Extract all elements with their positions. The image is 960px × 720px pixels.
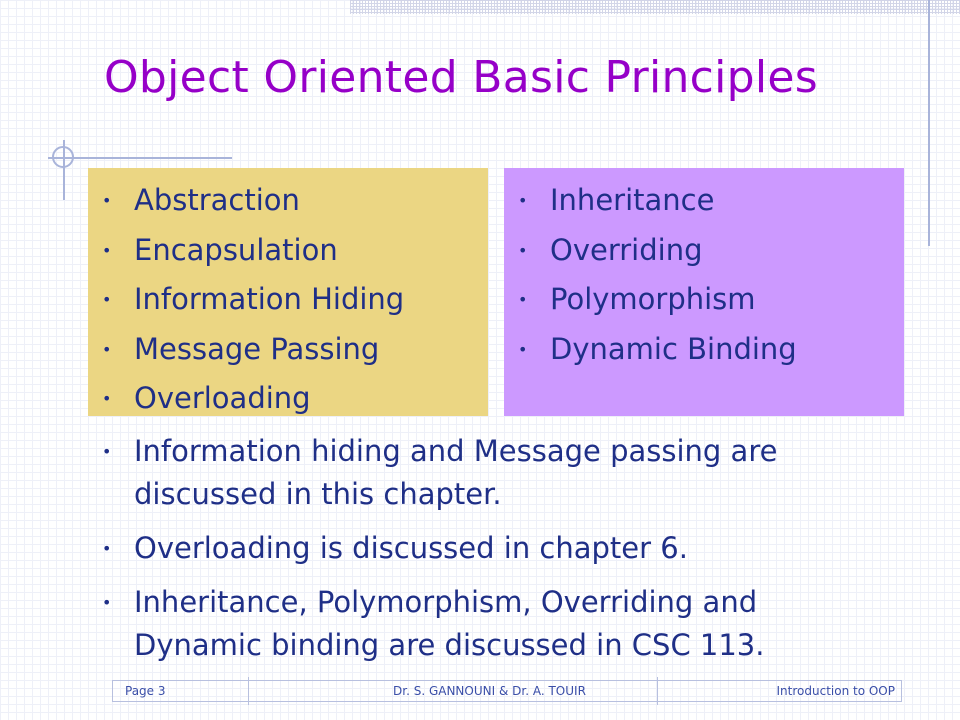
list-item: • Overriding xyxy=(504,226,904,276)
notes-list: • Information hiding and Message passing … xyxy=(100,430,880,678)
decorative-circle-icon xyxy=(52,146,74,168)
page-number: Page 3 xyxy=(125,684,166,698)
list-item-label: Abstraction xyxy=(134,183,300,217)
bullet-icon: • xyxy=(518,191,528,210)
bullet-icon: • xyxy=(518,339,528,359)
bullet-icon: • xyxy=(518,240,528,260)
list-item-label: Overloading xyxy=(134,381,311,415)
bullet-icon: • xyxy=(102,339,112,359)
footer-divider xyxy=(657,677,658,705)
decorative-vertical-line xyxy=(928,0,930,246)
bullet-icon: • xyxy=(102,442,112,461)
bullet-icon: • xyxy=(102,290,112,309)
slide-title: Object Oriented Basic Principles xyxy=(104,52,819,103)
principles-list-left: • Abstraction • Encapsulation • Information… xyxy=(88,176,488,424)
list-item-label: Inheritance xyxy=(550,183,715,217)
note-item: • Inheritance, Polymorphism, Overriding a… xyxy=(100,581,880,667)
bullet-icon: • xyxy=(102,191,112,210)
decorative-grid-band xyxy=(350,0,960,14)
list-item-label: Message Passing xyxy=(134,331,380,366)
note-item: • Information hiding and Message passing … xyxy=(100,430,880,516)
decorative-vertical-line-left xyxy=(63,140,65,200)
note-item: • Overloading is discussed in chapter 6. xyxy=(100,527,880,570)
list-item-label: Information Hiding xyxy=(134,282,405,316)
decorative-horizontal-line xyxy=(48,157,232,159)
principles-list-right: • Inheritance • Overriding • Polymorphism •… xyxy=(504,176,904,374)
slide-footer: Page 3 Dr. S. GANNOUNI & Dr. A. TOUIR In… xyxy=(112,677,902,705)
list-item: • Overloading xyxy=(88,374,488,424)
list-item: • Abstraction xyxy=(88,176,488,226)
list-item: • Dynamic Binding xyxy=(504,325,904,375)
note-text: Inheritance, Polymorphism, Overriding an… xyxy=(134,585,765,662)
footer-divider xyxy=(248,677,249,705)
bullet-icon: • xyxy=(102,389,112,408)
list-item: • Encapsulation xyxy=(88,226,488,276)
footer-course: Introduction to OOP xyxy=(776,684,895,698)
list-item-label: Overriding xyxy=(550,232,703,267)
list-item: • Information Hiding xyxy=(88,275,488,325)
bullet-icon: • xyxy=(102,539,112,558)
principles-box-right: • Inheritance • Overriding • Polymorphism •… xyxy=(504,168,904,416)
note-text: Information hiding and Message passing a… xyxy=(134,434,778,511)
bullet-icon: • xyxy=(102,240,112,260)
list-item-label: Polymorphism xyxy=(550,282,756,316)
list-item: • Polymorphism xyxy=(504,275,904,325)
footer-author: Dr. S. GANNOUNI & Dr. A. TOUIR xyxy=(393,684,586,698)
principles-box-left: • Abstraction • Encapsulation • Information… xyxy=(88,168,488,416)
list-item-label: Encapsulation xyxy=(134,232,338,267)
list-item: • Message Passing xyxy=(88,325,488,375)
bullet-icon: • xyxy=(102,593,112,612)
list-item-label: Dynamic Binding xyxy=(550,331,797,366)
bullet-icon: • xyxy=(518,290,528,309)
note-text: Overloading is discussed in chapter 6. xyxy=(134,531,688,565)
list-item: • Inheritance xyxy=(504,176,904,226)
